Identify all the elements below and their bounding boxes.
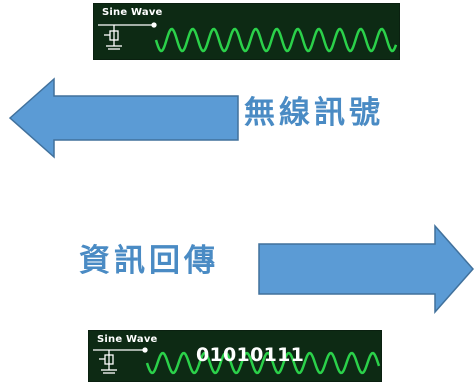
sine-wave-graphic — [98, 22, 398, 53]
antenna-icon — [98, 22, 157, 50]
binary-data-text: 01010111 — [196, 344, 305, 366]
panel-title: Sine Wave — [97, 334, 158, 345]
label-data-return: 資訊回傳 — [79, 243, 219, 279]
arrow-left-icon — [8, 77, 239, 159]
panel-title: Sine Wave — [102, 7, 163, 18]
sine-wave-graphic — [93, 347, 381, 375]
antenna-icon — [93, 347, 148, 374]
sine-wave-line — [145, 351, 381, 375]
sine-wave-panel-bottom: Sine Wave 01010111 — [88, 330, 382, 382]
sine-wave-panel-top: Sine Wave — [93, 3, 400, 60]
arrow-right-icon — [258, 224, 475, 314]
sine-wave-line — [154, 27, 398, 53]
label-wireless-signal: 無線訊號 — [244, 95, 384, 131]
